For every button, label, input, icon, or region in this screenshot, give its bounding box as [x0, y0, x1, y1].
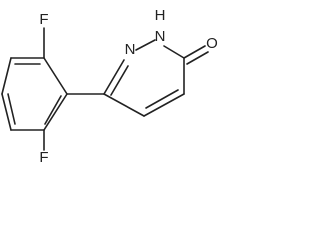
bond-c1-c2 [43, 57, 68, 95]
bond-c4-c5 [1, 93, 12, 131]
molecule-diagram: F F N N H O [1, 7, 218, 166]
bond-c3-c4-visible [1, 57, 12, 95]
bond-c6p-n1 [103, 59, 125, 95]
bond-c6p-n1-inner [110, 65, 129, 96]
bond-n1-n2 [135, 39, 156, 51]
atom-fluorine-bottom: F [39, 149, 48, 166]
bond-c6-c1 [43, 93, 68, 131]
atom-nitrogen-nh: N [155, 28, 166, 45]
atom-fluorine-top: F [39, 11, 48, 28]
bond-c6-c1-inner [44, 95, 62, 125]
bond-c4-c5 [143, 93, 185, 117]
bond-c4-c5-inner [7, 93, 16, 125]
atom-nitrogen-ring: N [125, 41, 136, 58]
atom-oxygen-carbonyl: O [206, 35, 218, 52]
bond-c3-o-double [186, 51, 209, 65]
bond-c5-c6p [103, 93, 145, 117]
bond-n2-c3 [163, 45, 185, 59]
bond-c3-o [183, 45, 206, 59]
structure-canvas: F F N N H O [0, 0, 220, 168]
phenyl-ring [1, 57, 68, 131]
atom-hydrogen-nh: H [155, 7, 166, 24]
bond-c4-c5-inner [145, 89, 179, 109]
pyridazinone-ring [103, 39, 185, 117]
